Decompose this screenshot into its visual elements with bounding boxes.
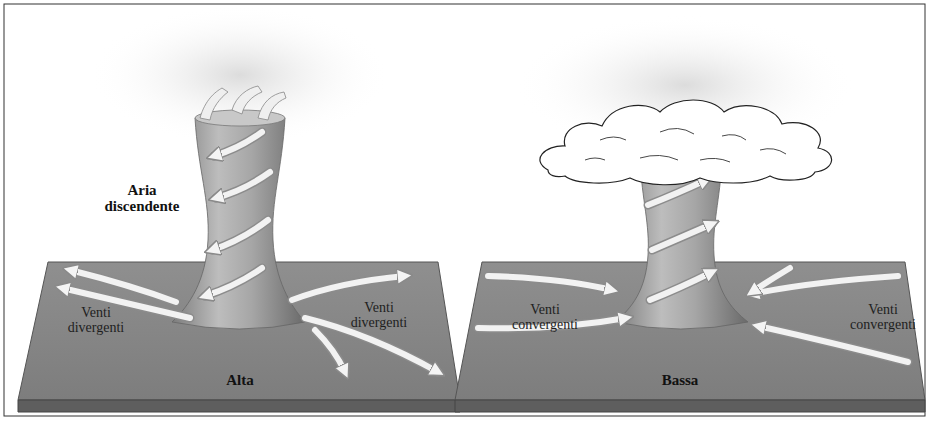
wind-arrow [62, 132, 438, 372]
wind-arrow-part-part [205, 268, 262, 296]
air-column-part [200, 88, 228, 120]
wind-arrow-part-part [652, 224, 712, 250]
ground-slab [18, 262, 460, 412]
cloud [540, 100, 832, 185]
ground-slab [455, 262, 925, 412]
air-column [172, 86, 305, 329]
air-column [615, 160, 748, 329]
frame [4, 4, 925, 416]
wind-arrow-part-part [315, 330, 345, 372]
wind-arrow-part-part [212, 220, 268, 250]
wind-label: Venti divergenti [55, 305, 137, 335]
haze-part [90, 5, 390, 145]
wind-arrow-part-part [488, 276, 612, 290]
wind-label: Venti convergenti [838, 302, 928, 332]
wind-arrow-part-part [216, 172, 270, 198]
wind-arrow-part-part [214, 132, 262, 156]
pressure-label: Bassa [645, 372, 715, 388]
wind-label: Venti convergenti [500, 302, 590, 332]
ground-slab-part [18, 262, 460, 400]
air-column-part [172, 118, 305, 329]
wind-arrow-part-part [292, 276, 405, 300]
wind-arrow-part-part [212, 220, 268, 250]
air-column-part [232, 86, 262, 114]
wind-arrow-part-part [752, 268, 790, 292]
air-column-part [615, 160, 748, 329]
wind-arrow-part [478, 180, 908, 362]
air-label: Aria discendente [92, 182, 192, 214]
wind-arrow-part [62, 132, 438, 372]
wind-arrow-part-part [214, 132, 262, 156]
ground-slab-part [18, 400, 460, 412]
wind-arrow-part-part [652, 224, 712, 250]
wind-arrow [478, 180, 908, 362]
wind-arrow-part-part [70, 270, 176, 302]
wind-arrow-part-part [488, 276, 612, 290]
cloud-part [540, 100, 832, 185]
wind-arrow-part-part [650, 272, 712, 300]
wind-arrow-part-part [650, 272, 712, 300]
wind-arrow-part-part [205, 268, 262, 296]
pressure-label: Alta [205, 372, 275, 388]
wind-label: Venti divergenti [338, 300, 420, 330]
wind-arrow-part-part [216, 172, 270, 198]
wind-arrow-part-part [292, 276, 405, 300]
ground-slab-part [455, 400, 925, 412]
cloud-part [585, 128, 786, 162]
wind-arrow-part-part [315, 330, 345, 372]
wind-arrow-part [62, 132, 438, 372]
wind-arrow-part [478, 180, 908, 362]
air-column-part [258, 92, 286, 120]
wind-arrow-part-part [70, 270, 176, 302]
